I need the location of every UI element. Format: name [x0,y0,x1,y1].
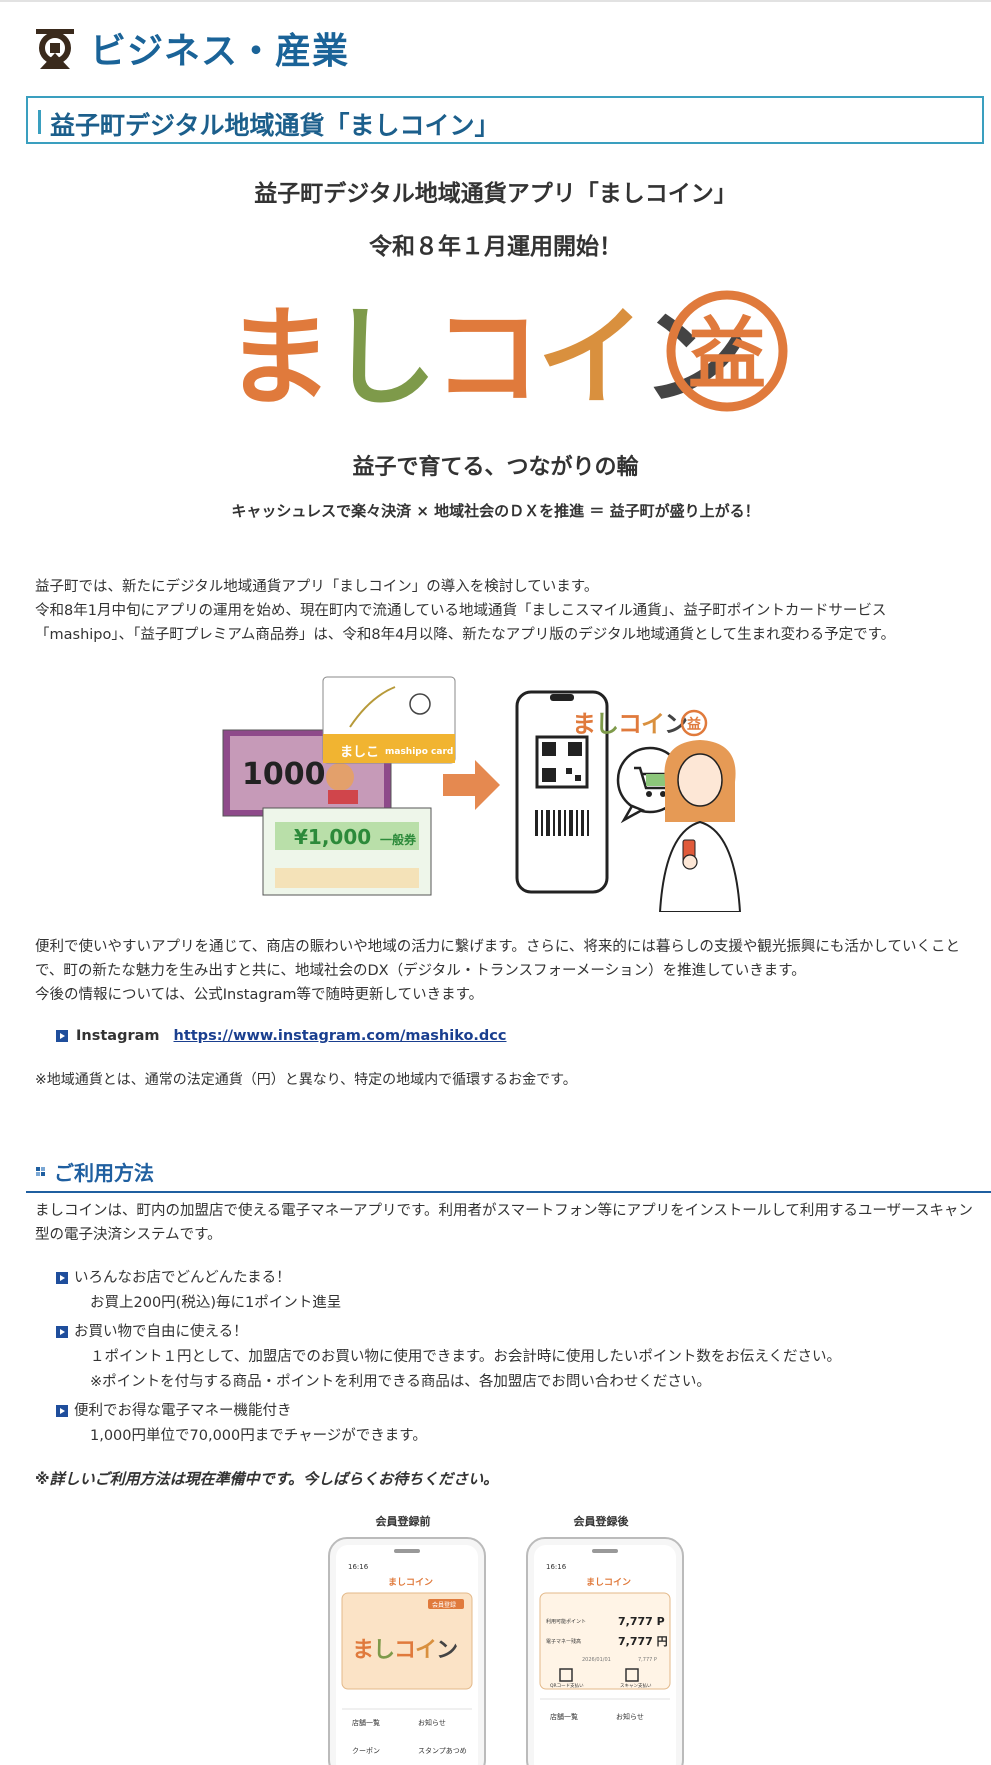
bullet-arrow-icon [56,1405,68,1417]
category-title: ビジネス・産業 [90,31,350,72]
title-accent-bar [38,110,41,134]
menu-news: お知らせ [418,1718,446,1727]
page-title: 益子町デジタル地域通貨「ましコイン」 [50,111,500,140]
top-divider [0,0,991,2]
town-emblem-icon [36,29,74,69]
bullet-arrow-icon [56,1030,68,1042]
mashipo-card: ましこ mashipo card [322,676,456,764]
usage-note: ※詳しいご利用方法は現在準備中です。今しばらくお待ちください。 [35,1470,499,1488]
phone-illustration [515,690,609,894]
headline-app: 益子町デジタル地域通貨アプリ「ましコイン」 [254,181,737,207]
money-label: 電子マネー残高 [546,1638,581,1645]
before-label: 会員登録前 [375,1515,431,1528]
small-value: 7,777 P [638,1657,657,1663]
currency-migration-illustration: 1000 ましこ mashipo card ¥1,000 一般券 [222,676,742,912]
list-item-head: いろんなお店でどんどんたまる！ [74,1270,291,1286]
list-item: いろんなお店でどんどんたまる！ お買上200円(税込)毎に1ポイント進呈 [56,1266,976,1316]
instagram-label: Instagram [76,1028,160,1044]
phone-before-registration: 16:16 ましコイン 会員登録 ましコイン 店舗一覧 お知らせ クーポン スタ… [328,1537,486,1765]
qr-pay-label: QRコード支払い [550,1682,584,1689]
list-item: お買い物で自由に使える！ １ポイント１円として、加盟店でのお買い物に使用できます… [56,1320,976,1395]
intro-paragraph: 益子町では、新たにデジタル地域通貨アプリ「ましコイン」の導入を検討しています。 … [35,575,975,647]
subline: キャッシュレスで楽々決済 × 地域社会のＤＸを推進 ＝ 益子町が盛り上がる！ [231,502,760,520]
instagram-link[interactable]: https://www.instagram.com/mashiko.dcc [173,1028,507,1044]
logo-emblem: 益 [688,310,766,400]
points-value: 7,777 P [618,1615,665,1628]
status-time: 16:16 [546,1563,567,1571]
currency-note: ※地域通貨とは、通常の法定通貨（円）と異なり、特定の地域内で循環するお金です。 [35,1072,577,1088]
scan-pay-label: スキャン支払い [620,1682,652,1689]
svg-text:ましコイン: ましコイン [225,296,745,420]
mashicoin-logo: ましコイン 益 [225,290,788,420]
body-line: 便利で使いやすいアプリを通じて、商店の賑わいや地域の活力に繋げます。さらに、将来… [35,939,960,979]
ticket-value: 1000 [242,757,326,792]
app-logo-large: ましコイン [352,1638,457,1663]
menu-news: お知らせ [616,1712,644,1721]
app-logo-small: ましコイン [586,1577,631,1588]
voucher-kind: 一般券 [380,832,417,847]
usage-description: ましコインは、町内の加盟店で使える電子マネーアプリです。利用者がスマートフォン等… [35,1203,973,1243]
after-label: 会員登録後 [573,1515,629,1528]
usage-section-heading: ご利用方法 [26,1155,991,1193]
card-name: ましこ [340,745,379,760]
card-brand: mashipo card [385,747,453,757]
category-header: ビジネス・産業 [34,22,349,74]
status-time: 16:16 [348,1563,369,1571]
logo-small-emblem: 益 [687,716,701,733]
money-value: 7,777 円 [618,1635,668,1648]
list-item-sub: 1,000円単位で70,000円までチャージができます。 [90,1428,427,1444]
usage-heading: ご利用方法 [54,1161,154,1185]
app-logo-small: ましコイン [388,1577,433,1588]
list-item-head: お買い物で自由に使える！ [74,1324,248,1340]
body-paragraph: 便利で使いやすいアプリを通じて、商店の賑わいや地域の活力に繋げます。さらに、将来… [35,935,975,1007]
page-title-box: 益子町デジタル地域通貨「ましコイン」 [26,96,984,144]
barcode-icon [535,810,589,836]
tagline: 益子で育てる、つながりの輪 [352,455,639,480]
woman-illustration [658,740,742,912]
intro-line: 益子町では、新たにデジタル地域通貨アプリ「ましコイン」の導入を検討しています。 [35,579,599,595]
bullet-arrow-icon [56,1326,68,1338]
qr-code-icon [559,1668,573,1682]
intro-line: 令和8年1月中旬にアプリの運用を始め、現在町内で流通している地域通貨「ましこスマ… [35,603,896,643]
qr-code-icon [535,735,589,789]
headline-start: 令和８年１月運用開始！ [369,234,622,260]
list-item-sub: ※ポイントを付与する商品・ポイントを利用できる商品は、各加盟店でお問い合わせくだ… [90,1374,711,1390]
menu-coupon: クーポン [352,1747,380,1755]
menu-stamps: スタンプあつめ [418,1746,467,1755]
list-item-head: 便利でお得な電子マネー機能付き [74,1403,292,1419]
menu-shops: 店舗一覧 [352,1718,380,1727]
voucher-value: ¥1,000 [294,825,371,849]
register-button: 会員登録 [432,1601,456,1609]
premium-voucher: ¥1,000 一般券 [262,807,432,896]
points-label: 利用可能ポイント [546,1618,586,1625]
logo-small: ましコイン [572,710,687,738]
instagram-row: Instagram https://www.instagram.com/mash… [56,1028,507,1044]
bullet-arrow-icon [56,1272,68,1284]
phone-after-registration: 16:16 ましコイン 利用可能ポイント 7,777 P 電子マネー残高 7,7… [526,1537,684,1765]
list-item-sub: １ポイント１円として、加盟店でのお買い物に使用できます。お会計時に使用したいポイ… [90,1349,841,1365]
balance-date: 2026/01/01 [582,1657,611,1663]
menu-shops: 店舗一覧 [550,1712,578,1721]
arrow-icon [443,760,500,810]
body-line: 今後の情報については、公式Instagram等で随時更新していきます。 [35,987,484,1003]
list-item: 便利でお得な電子マネー機能付き 1,000円単位で70,000円までチャージがで… [56,1399,976,1449]
scan-icon [625,1668,639,1682]
emblem-circle [666,290,788,412]
list-item-sub: お買上200円(税込)毎に1ポイント進呈 [90,1295,342,1311]
usage-list: いろんなお店でどんどんたまる！ お買上200円(税込)毎に1ポイント進呈 お買い… [56,1266,976,1449]
section-marker-icon [36,1167,45,1176]
